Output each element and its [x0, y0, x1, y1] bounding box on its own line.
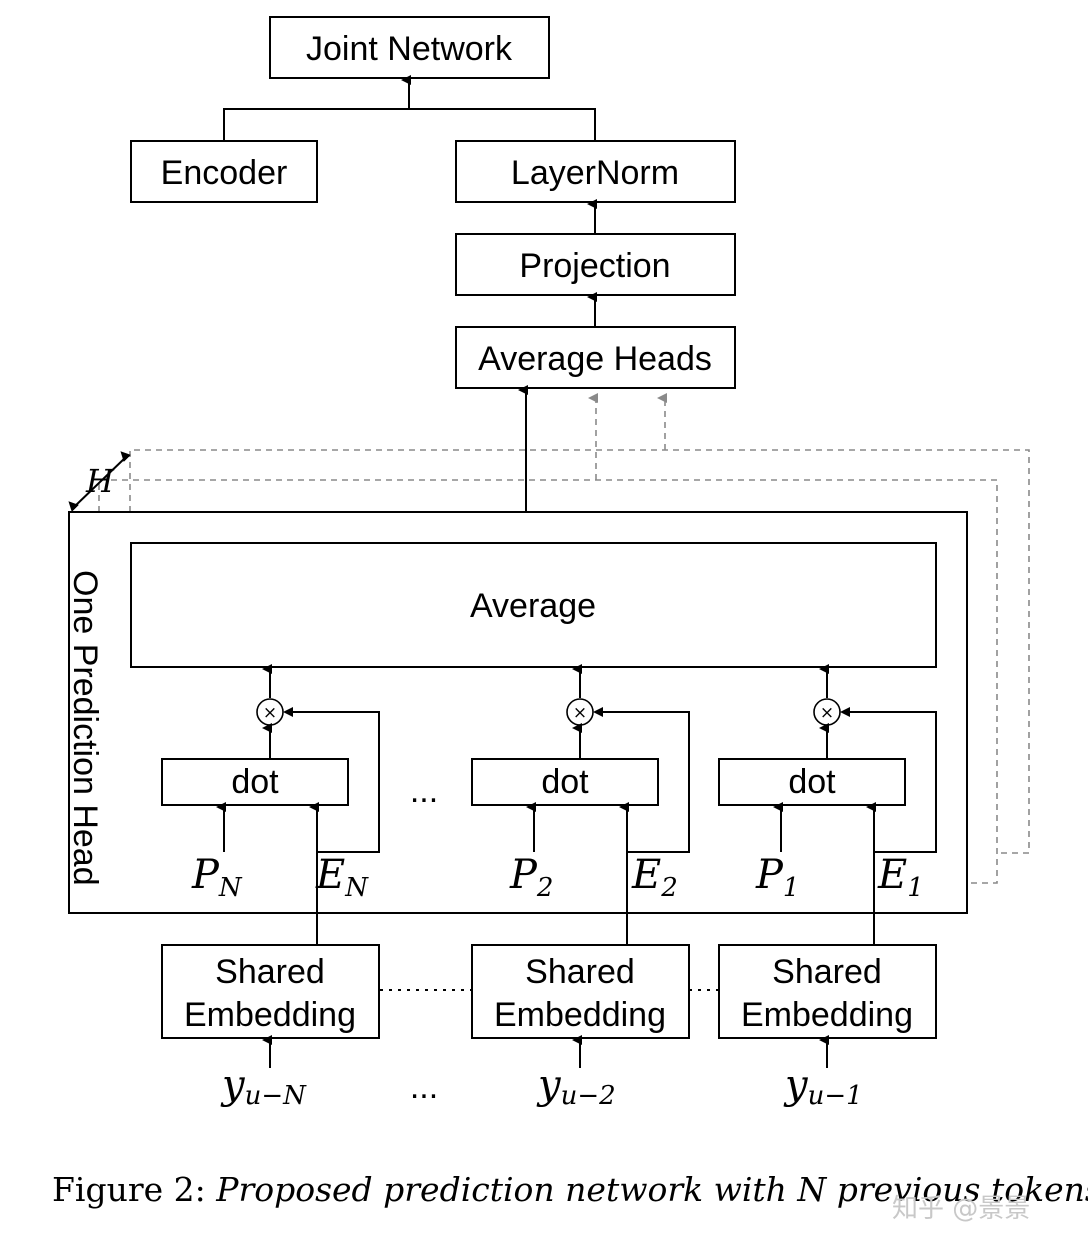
shared-embedding-label-line1: Shared [215, 953, 325, 991]
input-token-label: yu−1 [783, 1062, 863, 1111]
caption-n: N [797, 1170, 827, 1209]
one-prediction-head-label: One Prediction Head [66, 570, 104, 886]
input-token-label: yu−N [220, 1062, 307, 1111]
shared-embedding-label-line1: Shared [525, 953, 635, 991]
layernorm-box [455, 140, 736, 203]
figure-caption: Figure 2: Proposed prediction network wi… [52, 1170, 1088, 1209]
average-heads-label: Average Heads [478, 340, 712, 378]
shared-embedding-label-line2: Embedding [184, 996, 356, 1034]
caption-prefix: Figure 2: [52, 1170, 217, 1209]
shared-embedding-label-line2: Embedding [741, 996, 913, 1034]
multiply-symbol: × [820, 703, 834, 723]
shared-embedding-label-line2: Embedding [494, 996, 666, 1034]
dot-label: dot [788, 763, 836, 801]
column-2: × dot P2 E2 Shared Embedding yu−2 [471, 664, 690, 1111]
joint-network-label: Joint Network [306, 30, 513, 68]
inputs-ellipsis: ... [410, 1068, 438, 1106]
column-n: × dot PN EN Shared Embedding yu−N [161, 664, 380, 1111]
stacked-heads-outline [98, 393, 1030, 884]
position-vector-label: P2 [509, 852, 553, 903]
average-label: Average [470, 587, 596, 625]
embedding-vector-label: E1 [877, 852, 924, 903]
average-heads-box [455, 326, 736, 389]
position-vector-label: PN [191, 852, 243, 903]
embedding-vector-label: EN [315, 852, 369, 903]
caption-text-b: previous tokens. [826, 1170, 1088, 1209]
input-token-label: yu−2 [536, 1062, 616, 1111]
shared-embedding-box [471, 944, 690, 1039]
watermark: 知乎 @景景 [892, 1194, 1031, 1224]
projection-label: Projection [519, 247, 670, 285]
layernorm-label: LayerNorm [511, 154, 679, 192]
dot-label: dot [541, 763, 589, 801]
average-box [130, 542, 937, 668]
embedding-vector-label: E2 [631, 852, 678, 903]
projection-box [455, 233, 736, 296]
shared-embedding-box [718, 944, 937, 1039]
caption-text-a: Proposed prediction network with [216, 1170, 798, 1209]
columns-ellipsis: ... [410, 772, 438, 810]
multiply-symbol: × [573, 703, 587, 723]
dot-box [161, 758, 349, 806]
multiply-symbol: × [263, 703, 277, 723]
encoder-label: Encoder [161, 154, 288, 192]
prediction-network-diagram: Joint Network Encoder LayerNorm Projecti… [66, 16, 1030, 1111]
joint-network-box [269, 16, 550, 79]
heads-depth-arrow [68, 451, 131, 512]
dot-box [471, 758, 659, 806]
shared-embedding-label-line1: Shared [772, 953, 882, 991]
dot-box [718, 758, 906, 806]
position-vector-label: P1 [755, 852, 799, 903]
column-1: × dot P1 E1 Shared Embedding yu−1 [718, 664, 937, 1111]
dot-label: dot [231, 763, 279, 801]
top-connectors [223, 75, 597, 543]
shared-embedding-box [161, 944, 380, 1039]
